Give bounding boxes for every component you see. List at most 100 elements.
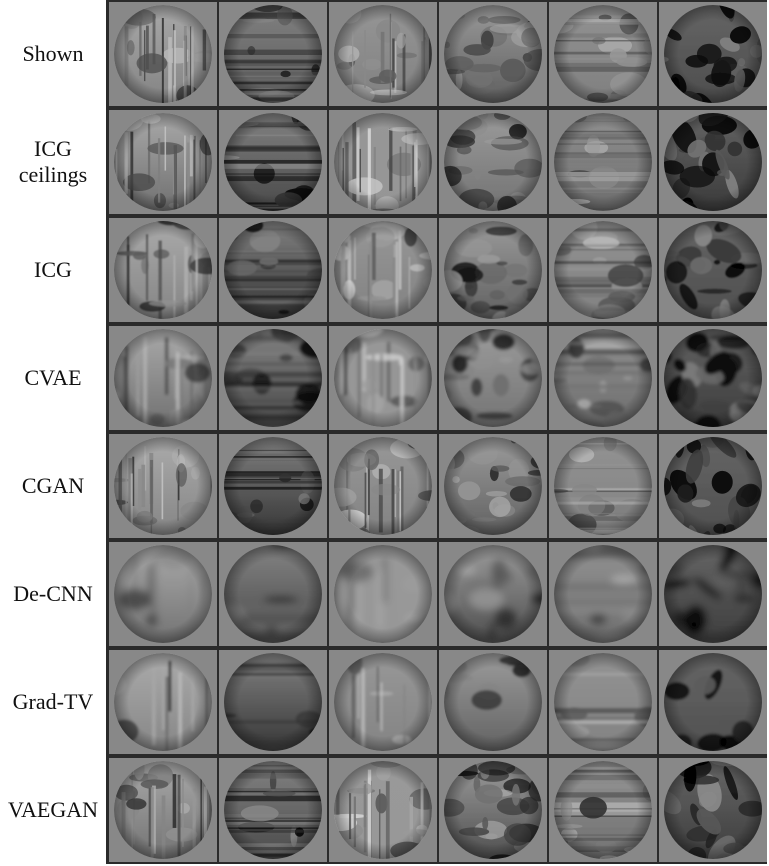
image-grid-row <box>106 0 767 108</box>
image-cell-cgan-snake <box>659 434 767 538</box>
image-cell-cvae-branches <box>329 326 437 430</box>
circular-reconstruction-image <box>554 545 652 643</box>
image-cell-cgan-branches <box>329 434 437 538</box>
image-grid-row <box>106 432 767 540</box>
circular-reconstruction-image <box>444 545 542 643</box>
circular-reconstruction-image <box>114 761 212 859</box>
row-label: ICG <box>34 257 72 282</box>
image-cell-icg-beach <box>549 218 657 322</box>
circular-reconstruction-image <box>114 653 212 751</box>
image-cell-shown-harbor-town <box>439 2 547 106</box>
circular-reconstruction-image <box>334 113 432 211</box>
circular-reconstruction-image <box>554 113 652 211</box>
circular-reconstruction-image <box>334 329 432 427</box>
circular-reconstruction-image <box>554 329 652 427</box>
figure-row-de-cnn: De-CNN <box>0 540 769 648</box>
image-cell-cgan-harbor-town <box>439 434 547 538</box>
image-grid-row <box>106 324 767 432</box>
row-label: Grad-TV <box>12 689 94 714</box>
image-cell-icg-seascape <box>219 218 327 322</box>
circular-reconstruction-image <box>444 221 542 319</box>
image-cell-cgan-vineyard <box>109 434 217 538</box>
circular-reconstruction-image <box>334 653 432 751</box>
image-cell-de-cnn-vineyard <box>109 542 217 646</box>
circular-reconstruction-image <box>554 653 652 751</box>
figure-row-icg-ceilings: ICG ceilings <box>0 108 769 216</box>
image-cell-shown-branches <box>329 2 437 106</box>
circular-reconstruction-image <box>334 545 432 643</box>
circular-reconstruction-image <box>334 761 432 859</box>
image-cell-cvae-vineyard <box>109 326 217 430</box>
circular-reconstruction-image <box>554 761 652 859</box>
image-grid-row <box>106 648 767 756</box>
circular-reconstruction-image <box>664 329 762 427</box>
image-grid-row <box>106 756 767 864</box>
row-label: CVAE <box>24 365 82 390</box>
image-cell-de-cnn-beach <box>549 542 657 646</box>
circular-reconstruction-image <box>114 5 212 103</box>
circular-reconstruction-image <box>664 221 762 319</box>
image-cell-grad-tv-beach <box>549 650 657 754</box>
circular-reconstruction-image <box>664 5 762 103</box>
circular-reconstruction-image <box>114 221 212 319</box>
circular-reconstruction-image <box>334 5 432 103</box>
image-cell-cvae-beach <box>549 326 657 430</box>
circular-reconstruction-image <box>224 221 322 319</box>
circular-reconstruction-image <box>224 437 322 535</box>
figure-row-cvae: CVAE <box>0 324 769 432</box>
image-cell-icg-snake <box>659 218 767 322</box>
circular-reconstruction-image <box>444 329 542 427</box>
image-grid-row <box>106 540 767 648</box>
circular-reconstruction-image <box>444 761 542 859</box>
circular-reconstruction-image <box>664 437 762 535</box>
image-cell-shown-seascape <box>219 2 327 106</box>
image-cell-vaegan-seascape <box>219 758 327 862</box>
image-cell-de-cnn-seascape <box>219 542 327 646</box>
image-cell-de-cnn-snake <box>659 542 767 646</box>
image-cell-cvae-harbor-town <box>439 326 547 430</box>
image-cell-vaegan-branches <box>329 758 437 862</box>
image-cell-vaegan-vineyard <box>109 758 217 862</box>
figure-row-cgan: CGAN <box>0 432 769 540</box>
circular-reconstruction-image <box>224 113 322 211</box>
image-cell-vaegan-snake <box>659 758 767 862</box>
row-label: Shown <box>22 41 84 66</box>
image-cell-grad-tv-vineyard <box>109 650 217 754</box>
figure-row-grad-tv: Grad-TV <box>0 648 769 756</box>
image-cell-icg-harbor-town <box>439 218 547 322</box>
circular-reconstruction-image <box>224 329 322 427</box>
circular-reconstruction-image <box>224 545 322 643</box>
figure-row-icg: ICG <box>0 216 769 324</box>
image-grid-row <box>106 108 767 216</box>
image-cell-vaegan-beach <box>549 758 657 862</box>
circular-reconstruction-image <box>114 113 212 211</box>
circular-reconstruction-image <box>444 437 542 535</box>
image-cell-icg-ceilings-snake <box>659 110 767 214</box>
image-cell-grad-tv-snake <box>659 650 767 754</box>
image-cell-shown-beach <box>549 2 657 106</box>
circular-reconstruction-image <box>664 113 762 211</box>
circular-reconstruction-image <box>224 653 322 751</box>
image-cell-vaegan-harbor-town <box>439 758 547 862</box>
circular-reconstruction-image <box>114 545 212 643</box>
circular-reconstruction-image <box>664 545 762 643</box>
circular-reconstruction-image <box>334 437 432 535</box>
image-grid-row <box>106 216 767 324</box>
circular-reconstruction-image <box>444 653 542 751</box>
circular-reconstruction-image <box>554 221 652 319</box>
circular-reconstruction-image <box>224 761 322 859</box>
image-cell-icg-branches <box>329 218 437 322</box>
row-label: ICG ceilings <box>18 136 88 187</box>
image-cell-grad-tv-seascape <box>219 650 327 754</box>
circular-reconstruction-image <box>444 5 542 103</box>
circular-reconstruction-image <box>114 437 212 535</box>
figure-row-vaegan: VAEGAN <box>0 756 769 864</box>
circular-reconstruction-image <box>224 5 322 103</box>
circular-reconstruction-image <box>114 329 212 427</box>
image-cell-cgan-seascape <box>219 434 327 538</box>
circular-reconstruction-image <box>664 761 762 859</box>
image-cell-grad-tv-harbor-town <box>439 650 547 754</box>
circular-reconstruction-image <box>444 113 542 211</box>
circular-reconstruction-image <box>554 5 652 103</box>
